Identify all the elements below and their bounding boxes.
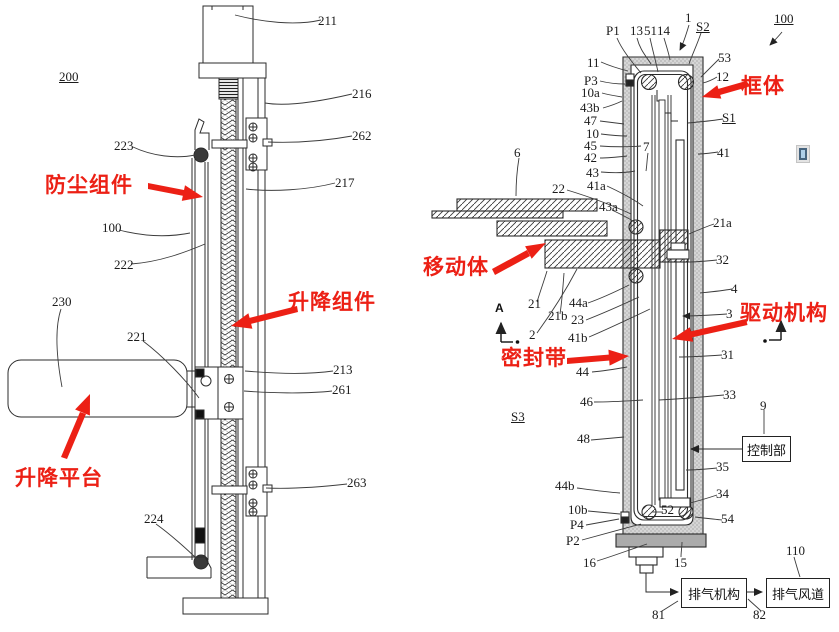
ref-label-44b: 44b — [555, 478, 575, 493]
ref-label-1: 1 — [685, 10, 692, 25]
ref-label-53: 53 — [718, 50, 731, 65]
ref-label-54: 54 — [721, 511, 734, 526]
ref-label-S3: S3 — [511, 409, 525, 424]
ref-label-21: 21 — [528, 296, 541, 311]
ref-label-230: 230 — [52, 294, 72, 309]
ref-label-7: 7 — [643, 139, 650, 154]
ref-label-43: 43 — [586, 165, 599, 180]
ref-label-81: 81 — [652, 607, 665, 622]
ref-label-110: 110 — [786, 543, 806, 558]
ref-label-51: 51 — [644, 23, 657, 38]
ref-label-S2: S2 — [696, 19, 710, 34]
section-markers — [495, 319, 787, 344]
ref-label-4: 4 — [731, 281, 738, 296]
ref-label-221: 221 — [127, 329, 147, 344]
ref-label-216: 216 — [352, 86, 372, 101]
ref-label-21b: 21b — [548, 308, 568, 323]
ref-label-100-right: 100 — [774, 11, 794, 26]
ref-label-P2: P2 — [566, 533, 580, 548]
ref-label-217: 217 — [335, 175, 355, 190]
ref-label-35: 35 — [716, 459, 729, 474]
exhaust-mechanism-box: 排气机构 — [681, 578, 747, 608]
ref-label-222: 222 — [114, 257, 134, 272]
ref-label-52: 52 — [661, 502, 674, 517]
callout-lift-assembly: 升降组件 — [288, 291, 376, 314]
ref-label-41: 41 — [717, 145, 730, 160]
ref-label-34: 34 — [716, 486, 729, 501]
ref-label-44: 44 — [576, 364, 589, 379]
ref-label-41b: 41b — [568, 330, 588, 345]
ref-label-9: 9 — [760, 398, 767, 413]
ref-label-13: 13 — [630, 23, 643, 38]
ref-label-P4: P4 — [570, 517, 584, 532]
red-annotation-arrows — [61, 81, 748, 459]
ref-label-15: 15 — [674, 555, 687, 570]
ref-label-44a: 44a — [569, 295, 588, 310]
ref-label-211: 211 — [318, 13, 338, 28]
callout-drive-mechanism: 驱动机构 — [740, 302, 828, 325]
ref-label-22: 22 — [552, 181, 565, 196]
ref-label-43b: 43b — [580, 100, 600, 115]
ref-label-33: 33 — [723, 387, 736, 402]
ref-label-261: 261 — [332, 382, 352, 397]
left-figure-drawing — [7, 5, 273, 615]
ref-label-32: 32 — [716, 252, 729, 267]
ref-label-45: 45 — [584, 138, 597, 153]
callout-moving-body: 移动体 — [423, 256, 489, 279]
ref-label-14: 14 — [657, 23, 670, 38]
ref-label-23: 23 — [571, 312, 584, 327]
callout-sealing-belt: 密封带 — [501, 347, 567, 370]
ref-label-10: 10 — [586, 126, 599, 141]
control-unit-box: 控制部 — [742, 436, 791, 462]
ref-label-43a: 43a — [599, 199, 618, 214]
callout-frame-body: 框体 — [741, 75, 785, 98]
ref-label-82: 82 — [753, 607, 766, 622]
ref-label-262: 262 — [352, 128, 372, 143]
ref-label-6: 6 — [514, 145, 521, 160]
ref-label-42: 42 — [584, 150, 597, 165]
ref-label-47: 47 — [584, 113, 597, 128]
ref-label-41a: 41a — [587, 178, 606, 193]
ref-label-P3: P3 — [584, 73, 598, 88]
ref-label-10b: 10b — [568, 502, 588, 517]
embedded-object-icon — [796, 145, 810, 163]
ref-label-10a: 10a — [581, 85, 600, 100]
ref-label-2: 2 — [529, 327, 536, 342]
ref-label-S1: S1 — [722, 110, 736, 125]
ref-label-213: 213 — [333, 362, 353, 377]
ref-label-21a: 21a — [713, 215, 732, 230]
callout-lift-platform: 升降平台 — [15, 467, 103, 490]
ref-label-46: 46 — [580, 394, 593, 409]
leader-lines — [56, 14, 801, 612]
right-figure-drawing — [431, 56, 763, 596]
ref-label-3: 3 — [726, 306, 733, 321]
ref-label-48: 48 — [577, 431, 590, 446]
exhaust-duct-box: 排气风道 — [766, 578, 830, 608]
ref-label-16: 16 — [583, 555, 596, 570]
section-marker-A-label: A — [495, 301, 504, 315]
callout-dust-assembly: 防尘组件 — [45, 174, 133, 197]
ref-label-100-left: 100 — [102, 220, 122, 235]
ref-label-200: 200 — [59, 69, 79, 84]
ref-label-11: 11 — [587, 55, 600, 70]
ref-label-224: 224 — [144, 511, 164, 526]
ref-label-263: 263 — [347, 475, 367, 490]
ref-label-223: 223 — [114, 138, 134, 153]
ref-label-31: 31 — [721, 347, 734, 362]
ref-label-12: 12 — [716, 69, 729, 84]
ref-label-P1: P1 — [606, 23, 620, 38]
